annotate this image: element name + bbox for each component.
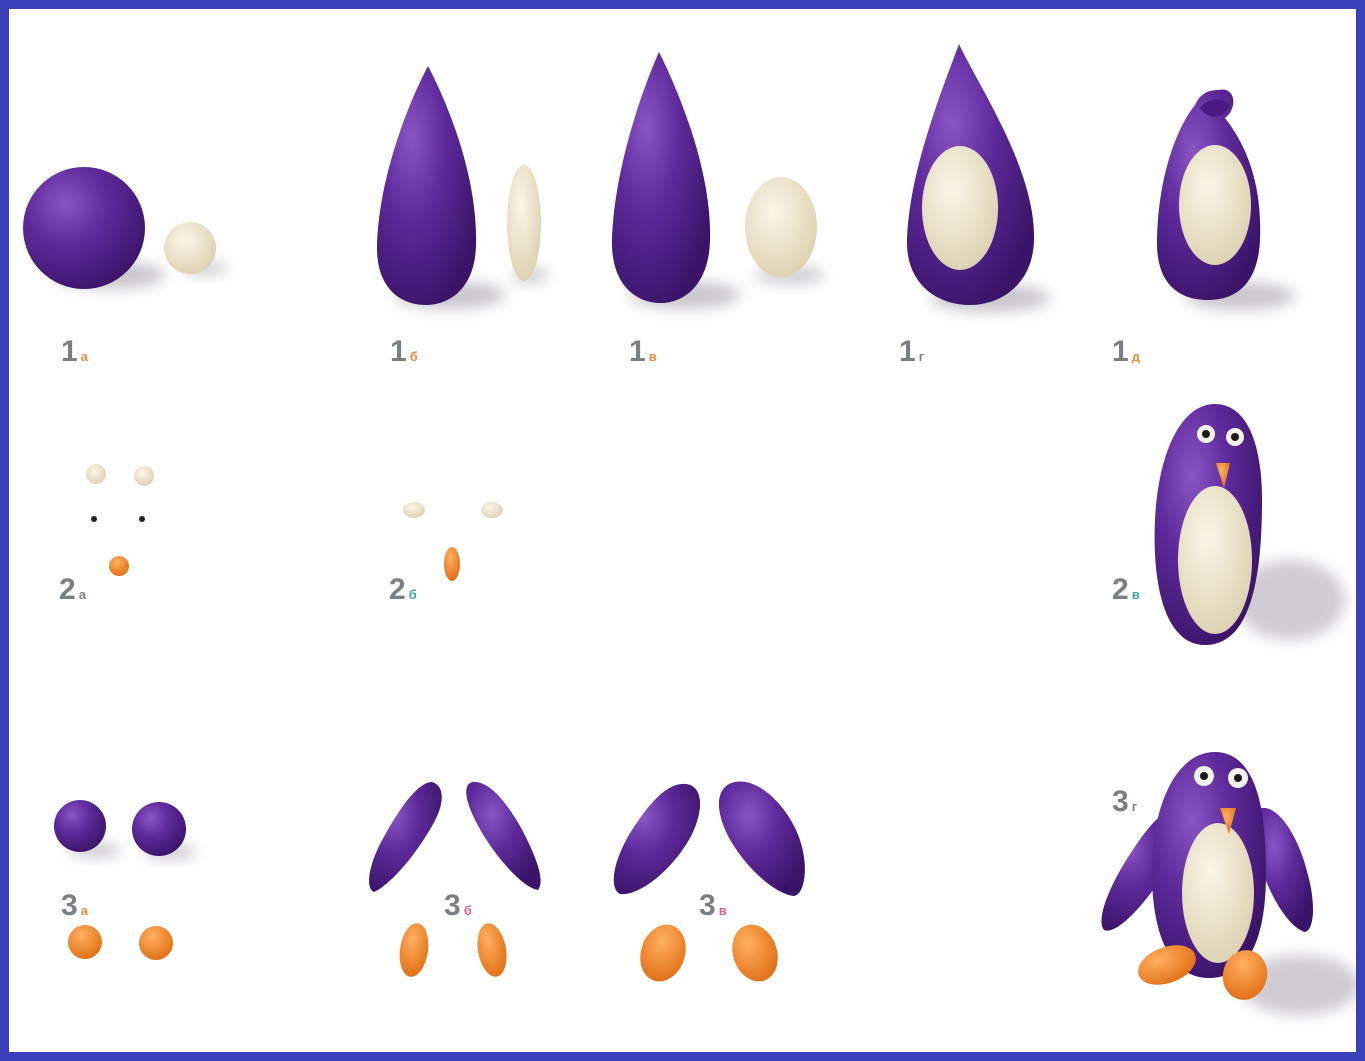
orange-ball [68,925,102,959]
purple-ball [54,800,106,852]
step-3d-shapes [1101,752,1356,1015]
wing [369,782,442,892]
step-letter: г [1132,799,1137,814]
cream-oval [745,177,817,277]
purple-teardrop [377,66,476,305]
purple-ball [132,802,186,856]
penguin-belly [1182,823,1254,963]
step-number: 1 [61,335,78,368]
penguin-belly [922,146,998,270]
step-3a-shapes [54,800,196,960]
pupil [1234,774,1242,782]
step-letter: б [464,903,472,918]
eye-white [86,464,106,484]
step-letter: в [719,903,727,918]
wing [614,784,700,894]
step-letter: в [1132,587,1140,602]
step-number: 3 [1112,785,1129,818]
step-number: 1 [629,335,646,368]
step-2c-shapes [1155,404,1345,645]
cream-stick [507,165,541,281]
wing [466,782,540,890]
wing [719,782,805,896]
penguin-steps-illustration [9,9,1356,1052]
orange-foot [725,919,785,988]
orange-drop [474,921,511,979]
step-number: 2 [389,573,406,606]
step-2a-shapes [86,464,154,576]
step-letter: в [649,349,657,364]
step-letter: г [919,349,924,364]
pupil [91,516,97,522]
pupil [1200,772,1208,780]
step-letter: а [81,903,88,918]
step-number: 3 [61,889,78,922]
step-number: 1 [1112,335,1129,368]
purple-ball [23,167,145,289]
eye-white [134,466,154,486]
penguin-belly [1178,486,1252,634]
step-2b-shapes [403,502,503,581]
cream-ball [164,222,216,274]
step-1d-shapes [907,44,1050,312]
step-letter: б [410,349,418,364]
step-number: 2 [1112,573,1129,606]
eye-flat [481,502,503,518]
step-1b-shapes [377,66,548,309]
step-letter: б [409,587,417,602]
penguin-belly [1179,145,1251,265]
step-letter: а [81,349,88,364]
beak-ball [109,556,129,576]
step-1a-shapes [23,167,227,289]
step-number: 3 [444,889,461,922]
step-3c-shapes [614,782,805,988]
step-letter: д [1132,349,1140,364]
orange-foot [633,919,693,988]
pupil [1231,433,1239,441]
step-number: 1 [390,335,407,368]
orange-ball [139,926,173,960]
step-1e-shapes [1157,90,1295,310]
purple-teardrop [612,52,710,303]
orange-drop [396,921,431,978]
beak-cone [444,547,460,581]
pupil [139,516,145,522]
step-number: 1 [899,335,916,368]
eye-flat [403,502,425,518]
step-1c-shapes [612,52,825,309]
step-number: 3 [699,889,716,922]
pupil [1202,430,1210,438]
step-letter: а [79,587,86,602]
step-number: 2 [59,573,76,606]
step-3b-shapes [369,782,540,979]
